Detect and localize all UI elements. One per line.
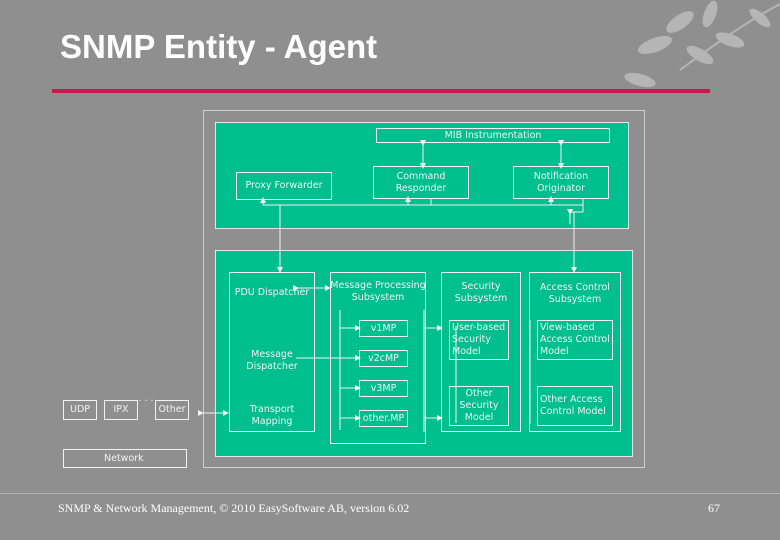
- pdu-dispatcher-box: PDU Dispatcher: [229, 272, 315, 432]
- mib-instrumentation-box: MIB Instrumentation: [376, 128, 610, 143]
- other-access-control-model-box: Other Access Control Model: [537, 386, 613, 426]
- v1mp-box: v1MP: [359, 320, 408, 337]
- slide-title: SNMP Entity - Agent: [60, 28, 378, 65]
- proxy-forwarder-box: Proxy Forwarder: [236, 172, 332, 200]
- v3mp-box: v3MP: [359, 380, 408, 397]
- message-dispatcher-label: Message Dispatcher: [246, 349, 298, 372]
- v2cmp-box: v2cMP: [359, 350, 408, 367]
- message-processing-subsystem-box: [330, 272, 426, 444]
- udp-box: UDP: [63, 400, 97, 420]
- user-based-security-model-box: User-based Security Model: [449, 320, 509, 360]
- othermp-box: other.MP: [359, 410, 408, 427]
- access-control-subsystem-label: Access Control Subsystem: [540, 282, 610, 305]
- ipx-box: IPX: [104, 400, 138, 420]
- message-processing-subsystem-label: Message Processing Subsystem: [330, 280, 426, 303]
- access-control-subsystem-box: [529, 272, 621, 432]
- title-underline: [52, 89, 710, 93]
- security-subsystem-box: [441, 272, 521, 432]
- command-responder-box: Command Responder: [373, 166, 469, 199]
- other-security-model-box: Other Security Model: [449, 386, 509, 426]
- other-transport-box: Other: [155, 400, 189, 420]
- applications-panel: [215, 122, 629, 229]
- ellipsis-label: · · ·: [138, 396, 154, 407]
- footer-text: SNMP & Network Management, © 2010 EasySo…: [58, 501, 410, 515]
- page-number: 67: [708, 501, 720, 515]
- footer-divider: [0, 493, 780, 494]
- leaf-decoration: [624, 0, 780, 88]
- view-based-access-control-model-box: View-based Access Control Model: [537, 320, 613, 360]
- security-subsystem-label: Security Subsystem: [454, 281, 508, 304]
- network-box: Network: [63, 449, 187, 468]
- agent-frame: [203, 110, 645, 468]
- notification-originator-box: Notification Originator: [513, 166, 609, 199]
- transport-mapping-label: Transport Mapping: [249, 404, 295, 427]
